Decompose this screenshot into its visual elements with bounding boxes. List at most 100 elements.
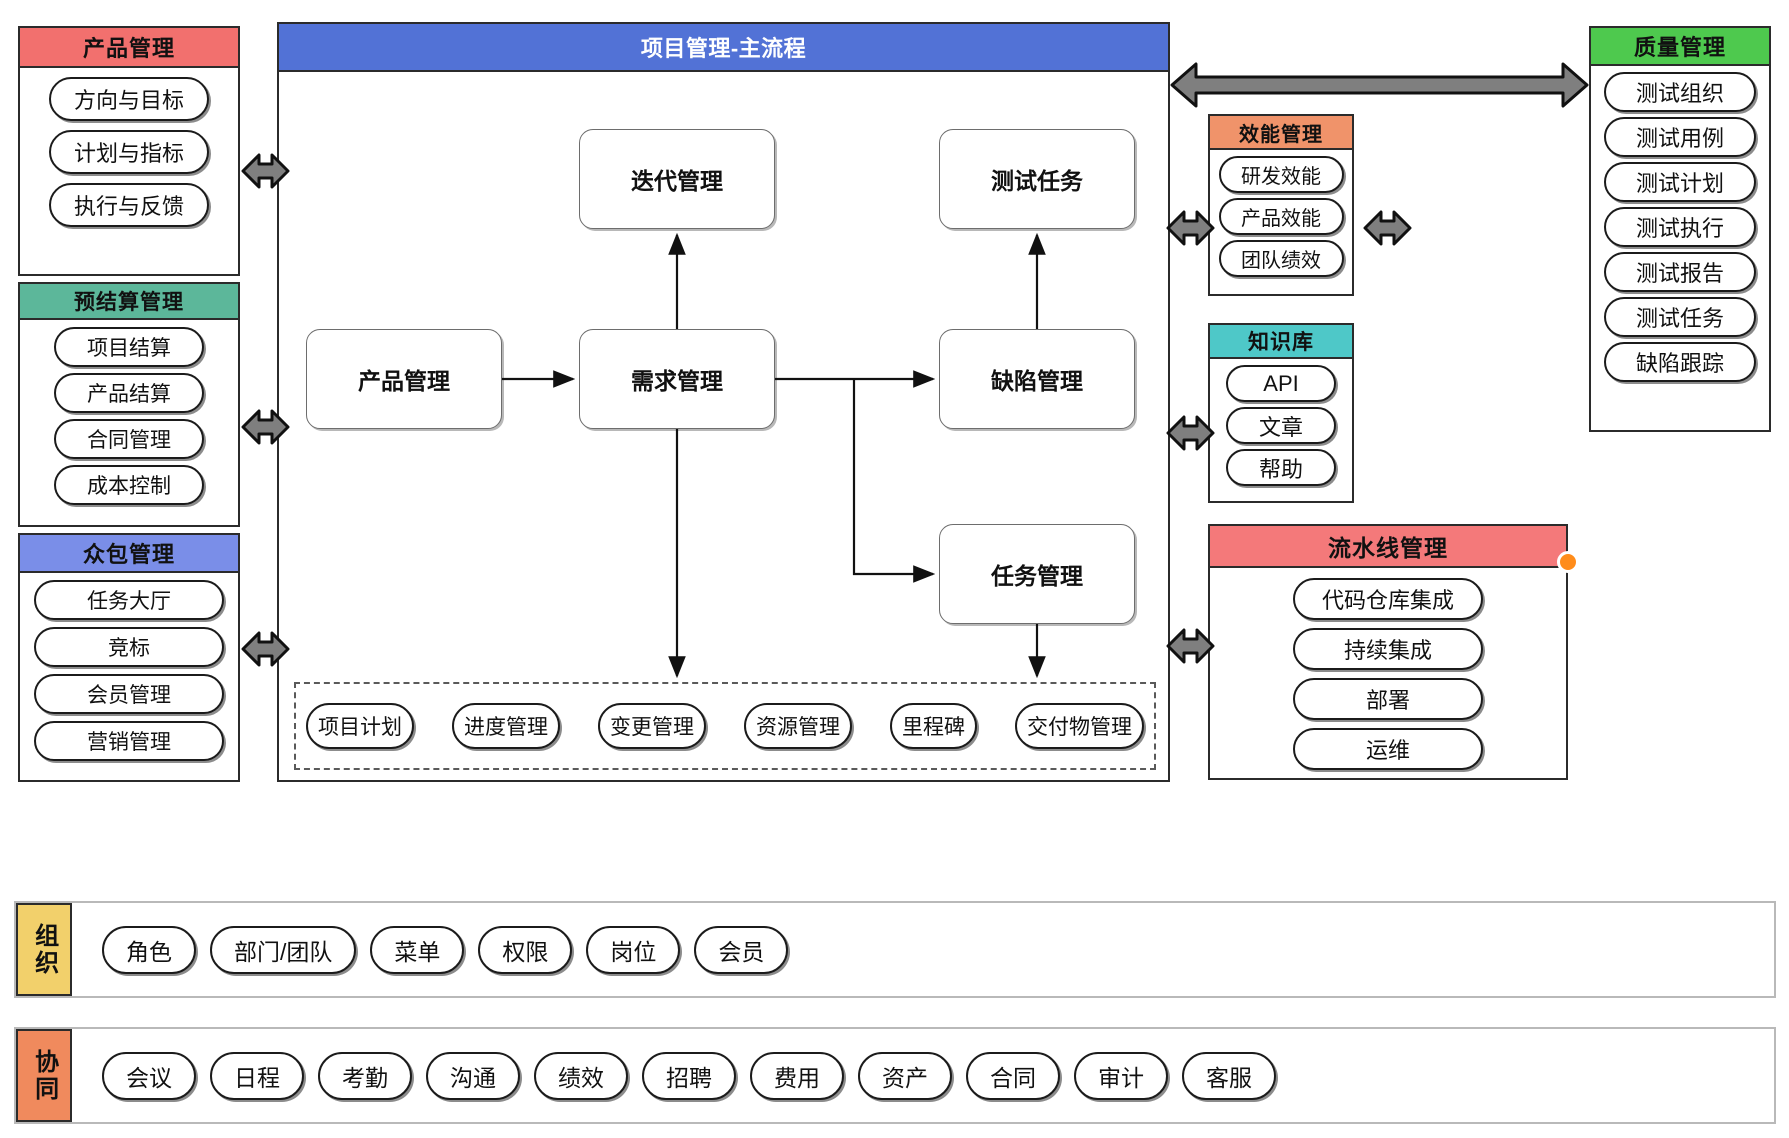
node-iteration-management[interactable]: 迭代管理 bbox=[579, 129, 775, 229]
bar-items-organization: 角色 部门/团队 菜单 权限 岗位 会员 bbox=[72, 903, 1774, 996]
item-defect-tracking[interactable]: 缺陷跟踪 bbox=[1604, 342, 1756, 382]
item-audit[interactable]: 审计 bbox=[1074, 1051, 1168, 1100]
panel-efficiency-management[interactable]: 效能管理 研发效能 产品效能 团队绩效 bbox=[1208, 114, 1354, 296]
item-label: 营销管理 bbox=[87, 731, 171, 754]
item-article[interactable]: 文章 bbox=[1226, 407, 1336, 444]
node-label: 产品管理 bbox=[358, 368, 450, 394]
item-department-team[interactable]: 部门/团队 bbox=[210, 925, 357, 974]
item-product-settlement[interactable]: 产品结算 bbox=[54, 373, 204, 413]
item-label: 权限 bbox=[502, 938, 549, 965]
item-product-efficiency[interactable]: 产品效能 bbox=[1218, 198, 1344, 235]
item-test-plan[interactable]: 测试计划 bbox=[1604, 162, 1756, 202]
node-label: 迭代管理 bbox=[631, 168, 723, 194]
item-role[interactable]: 角色 bbox=[102, 925, 196, 974]
double-arrow-icon bbox=[1166, 415, 1215, 451]
item-label: 产品结算 bbox=[87, 383, 171, 406]
item-continuous-integration[interactable]: 持续集成 bbox=[1293, 628, 1483, 670]
node-task-management[interactable]: 任务管理 bbox=[939, 524, 1135, 624]
panel-header-crowdsourcing: 众包管理 bbox=[18, 533, 240, 573]
item-plan-metric[interactable]: 计划与指标 bbox=[49, 130, 209, 174]
item-project-plan[interactable]: 项目计划 bbox=[306, 703, 414, 749]
item-direction-goal[interactable]: 方向与目标 bbox=[49, 77, 209, 121]
item-performance[interactable]: 绩效 bbox=[534, 1051, 628, 1100]
panel-product-management[interactable]: 产品管理 方向与目标 计划与指标 执行与反馈 bbox=[18, 26, 240, 276]
item-execute-feedback[interactable]: 执行与反馈 bbox=[49, 183, 209, 227]
item-contract-management[interactable]: 合同管理 bbox=[54, 419, 204, 459]
selection-handle-dot[interactable] bbox=[1557, 551, 1579, 573]
item-milestone[interactable]: 里程碑 bbox=[890, 703, 977, 749]
panel-header-pipeline: 流水线管理 bbox=[1208, 524, 1568, 568]
double-arrow-icon bbox=[1166, 210, 1215, 246]
panel-budget-settlement-management[interactable]: 预结算管理 项目结算 产品结算 合同管理 成本控制 bbox=[18, 282, 240, 527]
item-permission[interactable]: 权限 bbox=[478, 925, 573, 974]
item-attendance[interactable]: 考勤 bbox=[318, 1051, 412, 1100]
item-marketing-management[interactable]: 营销管理 bbox=[34, 721, 224, 761]
item-label: 合同管理 bbox=[87, 429, 171, 452]
main-flow-title-label: 项目管理-主流程 bbox=[640, 36, 807, 61]
item-bidding[interactable]: 竞标 bbox=[34, 627, 224, 667]
item-member[interactable]: 会员 bbox=[694, 925, 789, 974]
item-rd-efficiency[interactable]: 研发效能 bbox=[1218, 156, 1344, 193]
item-project-settlement[interactable]: 项目结算 bbox=[54, 327, 204, 367]
item-member-management[interactable]: 会员管理 bbox=[34, 674, 224, 714]
item-deliverable-management[interactable]: 交付物管理 bbox=[1015, 703, 1144, 749]
item-customer-service[interactable]: 客服 bbox=[1182, 1051, 1276, 1100]
item-deployment[interactable]: 部署 bbox=[1293, 678, 1483, 720]
item-task-hall[interactable]: 任务大厅 bbox=[34, 580, 224, 620]
panel-pipeline-management[interactable]: 流水线管理 代码仓库集成 持续集成 部署 运维 bbox=[1208, 524, 1568, 780]
item-label: 菜单 bbox=[394, 938, 441, 965]
item-label: 绩效 bbox=[558, 1064, 604, 1091]
item-code-repo-integration[interactable]: 代码仓库集成 bbox=[1293, 578, 1483, 620]
item-label: 研发效能 bbox=[1241, 166, 1321, 188]
item-label: 审计 bbox=[1098, 1064, 1144, 1091]
panel-crowdsourcing-management[interactable]: 众包管理 任务大厅 竞标 会员管理 营销管理 bbox=[18, 533, 240, 782]
item-label: 部署 bbox=[1365, 688, 1410, 713]
bar-collaboration[interactable]: 协同 会议 日程 考勤 沟通 绩效 招聘 费用 资产 合同 审计 bbox=[14, 1027, 1776, 1124]
item-cost-control[interactable]: 成本控制 bbox=[54, 465, 204, 505]
item-progress-management[interactable]: 进度管理 bbox=[452, 703, 560, 749]
item-communication[interactable]: 沟通 bbox=[426, 1051, 520, 1100]
item-label: 产品效能 bbox=[1241, 208, 1321, 230]
node-product-management[interactable]: 产品管理 bbox=[306, 329, 502, 429]
item-schedule[interactable]: 日程 bbox=[210, 1051, 304, 1100]
node-defect-management[interactable]: 缺陷管理 bbox=[939, 329, 1135, 429]
item-menu[interactable]: 菜单 bbox=[370, 925, 465, 974]
item-label: 招聘 bbox=[666, 1064, 712, 1091]
item-recruitment[interactable]: 招聘 bbox=[642, 1051, 736, 1100]
double-arrow-icon bbox=[1363, 210, 1412, 246]
node-requirement-management[interactable]: 需求管理 bbox=[579, 329, 775, 429]
item-label: 成本控制 bbox=[87, 475, 171, 498]
item-test-execution[interactable]: 测试执行 bbox=[1604, 207, 1756, 247]
item-meeting[interactable]: 会议 bbox=[102, 1051, 196, 1100]
item-position[interactable]: 岗位 bbox=[586, 925, 681, 974]
bar-items-collaboration: 会议 日程 考勤 沟通 绩效 招聘 费用 资产 合同 审计 客服 bbox=[72, 1029, 1774, 1122]
item-team-performance[interactable]: 团队绩效 bbox=[1218, 240, 1344, 277]
item-test-report[interactable]: 测试报告 bbox=[1604, 252, 1756, 292]
item-contract[interactable]: 合同 bbox=[966, 1051, 1060, 1100]
item-label: 测试计划 bbox=[1635, 171, 1724, 196]
item-test-task[interactable]: 测试任务 bbox=[1604, 297, 1756, 337]
node-test-task[interactable]: 测试任务 bbox=[939, 129, 1135, 229]
item-asset[interactable]: 资产 bbox=[858, 1051, 952, 1100]
item-label: 会员 bbox=[718, 938, 765, 965]
item-operations[interactable]: 运维 bbox=[1293, 728, 1483, 770]
item-resource-management[interactable]: 资源管理 bbox=[744, 703, 852, 749]
bar-organization[interactable]: 组织 角色 部门/团队 菜单 权限 岗位 会员 bbox=[14, 901, 1776, 998]
item-label: 竞标 bbox=[108, 637, 150, 660]
item-expense[interactable]: 费用 bbox=[750, 1051, 844, 1100]
item-change-management[interactable]: 变更管理 bbox=[598, 703, 706, 749]
item-api[interactable]: API bbox=[1226, 365, 1336, 402]
double-arrow-icon bbox=[1166, 628, 1215, 664]
item-label: 会员管理 bbox=[87, 684, 171, 707]
item-help[interactable]: 帮助 bbox=[1226, 449, 1336, 486]
item-test-organization[interactable]: 测试组织 bbox=[1604, 72, 1756, 112]
main-flow-panel[interactable]: 项目管理-主流程 迭代管理 测试任务 产品管理 需求管理 缺陷管理 任务管理 项… bbox=[277, 22, 1170, 782]
panel-header-efficiency: 效能管理 bbox=[1208, 114, 1354, 150]
item-label: 计划与指标 bbox=[73, 141, 184, 166]
panel-quality-management[interactable]: 质量管理 测试组织 测试用例 测试计划 测试执行 测试报告 测试任务 缺陷跟踪 bbox=[1589, 26, 1771, 432]
panel-knowledge-base[interactable]: 知识库 API 文章 帮助 bbox=[1208, 323, 1354, 503]
project-execution-group[interactable]: 项目计划 进度管理 变更管理 资源管理 里程碑 交付物管理 bbox=[294, 682, 1156, 770]
panel-header-knowledge-base: 知识库 bbox=[1208, 323, 1354, 359]
item-test-case[interactable]: 测试用例 bbox=[1604, 117, 1756, 157]
item-label: 交付物管理 bbox=[1027, 716, 1132, 739]
